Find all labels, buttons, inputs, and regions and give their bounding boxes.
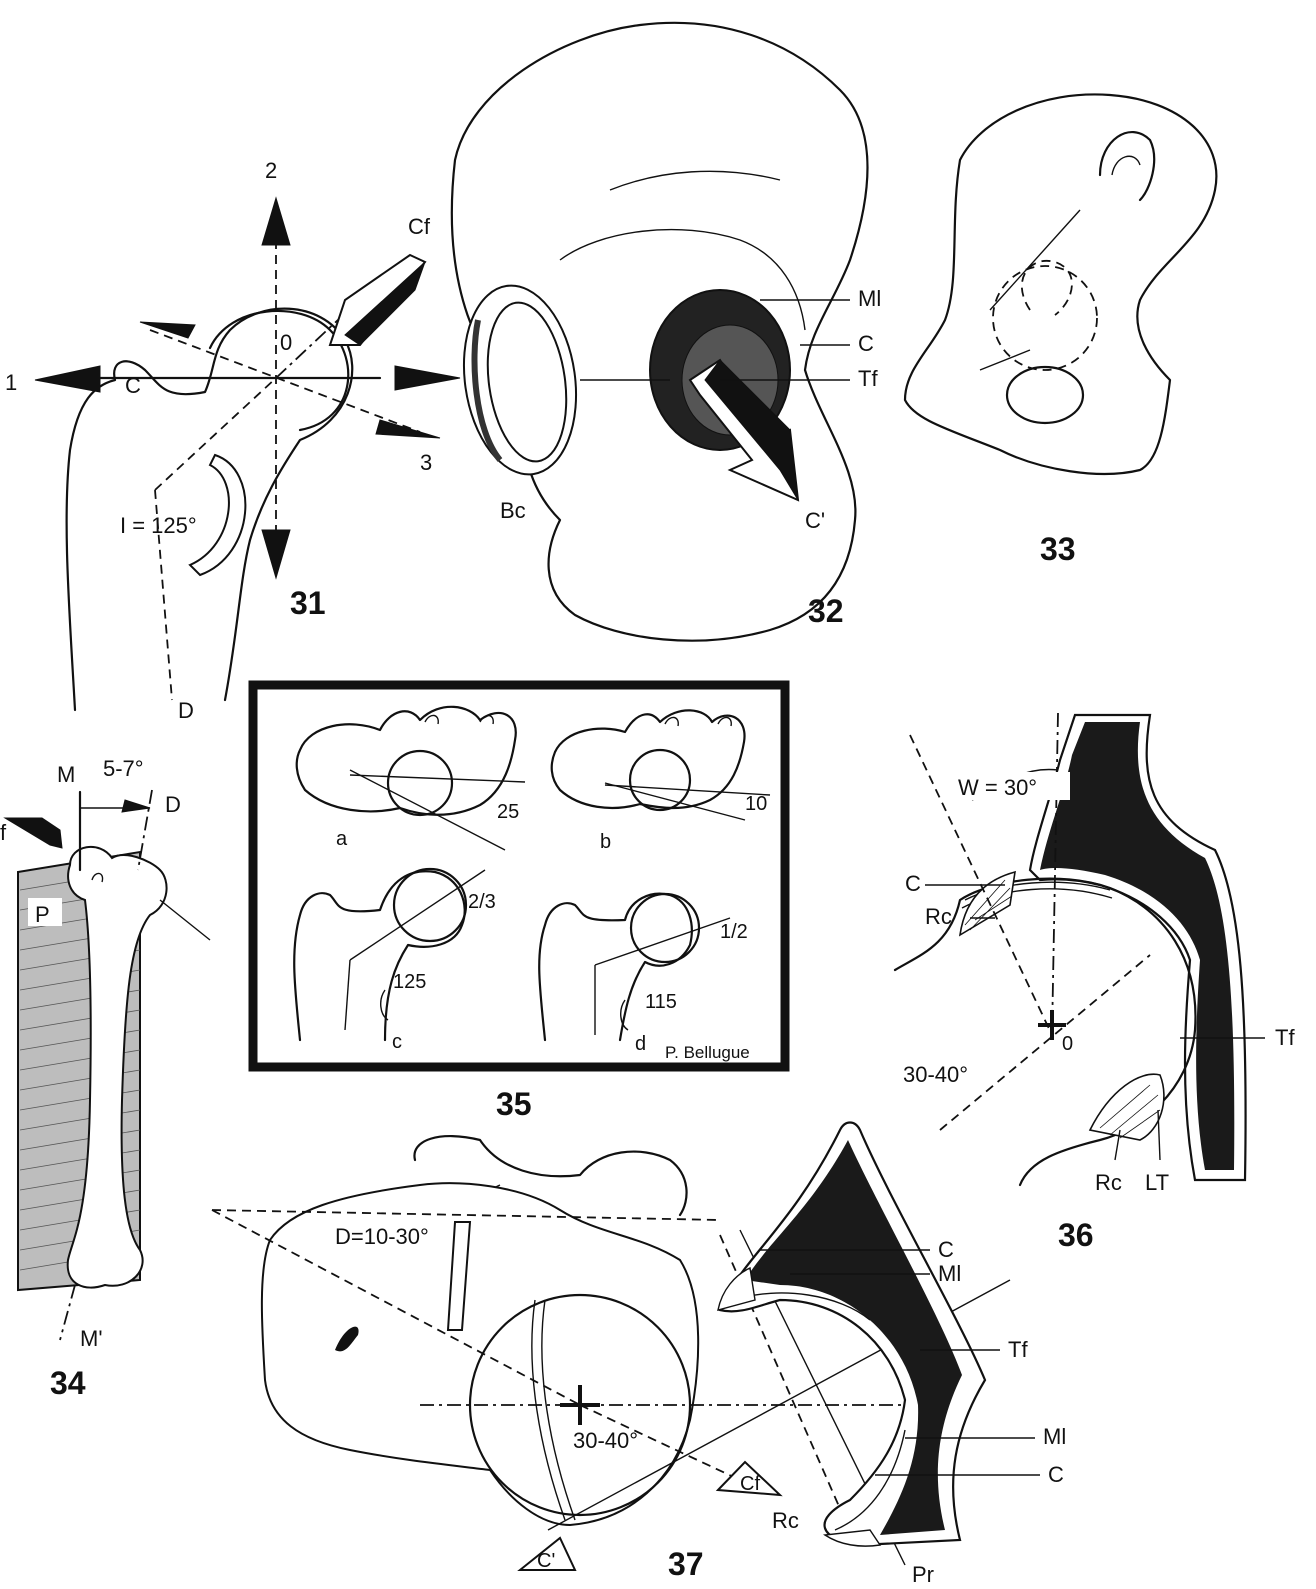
figure-37: D=10-30° C Ml Tf Ml C 30-40° Cf C' Rc Pr…	[212, 1123, 1066, 1588]
pelvis-33-outline	[905, 94, 1216, 473]
figure-number-31: 31	[290, 585, 326, 621]
axis-mprime	[60, 1285, 75, 1340]
label-rc-36: Rc	[925, 904, 952, 929]
figure-number-37: 37	[668, 1546, 704, 1582]
label-m-34: M	[57, 762, 75, 787]
label-axis-2: 2	[265, 158, 277, 183]
cancellous-37	[745, 1140, 962, 1535]
label-rc-37: Rc	[772, 1508, 799, 1533]
label-angle2-36: 30-40°	[903, 1062, 968, 1087]
figure-34: M 5-7° D f P M' 34	[0, 756, 210, 1401]
arrow-upper-left	[140, 322, 195, 338]
figure-32: Ml C Tf Bc C' 32	[452, 23, 881, 641]
labrum-top-36	[960, 872, 1015, 935]
label-d-34: D	[165, 792, 181, 817]
label-angle-34: 5-7°	[103, 756, 144, 781]
label-cf-37: Cf	[740, 1473, 760, 1495]
figure-33: 33	[905, 94, 1216, 567]
arrow-down	[262, 530, 290, 578]
figure-36: W = 30° C Rc Tf 0 30-40° Rc LT 36	[895, 713, 1295, 1253]
label-tf-36: Tf	[1275, 1025, 1295, 1050]
label-c2-37: C	[1048, 1462, 1064, 1487]
label-23-35: 2/3	[468, 891, 496, 913]
label-o-36: 0	[1062, 1033, 1073, 1055]
figure-35: a 25 b 10 2/3 125 c 1/2 115 d P. Bellugu…	[253, 685, 785, 1122]
label-p-34: P	[35, 902, 50, 927]
femur-31-outline	[67, 309, 353, 710]
label-author-35: P. Bellugue	[665, 1043, 750, 1062]
label-bc-32: Bc	[500, 498, 526, 523]
arrow-f-34	[5, 818, 62, 848]
figure-number-32: 32	[808, 593, 844, 629]
line-33a	[980, 350, 1030, 370]
angle-arrow-34	[122, 800, 150, 812]
arrow-right	[395, 366, 460, 390]
label-b-35: b	[600, 831, 611, 853]
label-c-35: c	[392, 1031, 402, 1053]
angle-arc-31	[190, 455, 245, 575]
label-d-37: D=10-30°	[335, 1224, 429, 1249]
neck-axis-line	[155, 378, 276, 490]
label-angle-37: 30-40°	[573, 1428, 638, 1453]
label-axis-3: 3	[420, 450, 432, 475]
label-115-35: 115	[645, 991, 677, 1013]
label-c-32: C	[858, 331, 874, 356]
arrow-3	[376, 420, 440, 438]
obturator-33	[1007, 367, 1083, 423]
cf-arrow	[330, 255, 425, 345]
figure-number-33: 33	[1040, 531, 1076, 567]
label-diaphysis-d: D	[178, 698, 194, 723]
label-ml-37: Ml	[938, 1261, 961, 1286]
label-axis-1: 1	[5, 370, 17, 395]
figure-number-35: 35	[496, 1086, 532, 1122]
figure-31: 2 1 3 0 Cf C I = 125° D 31	[5, 158, 460, 723]
label-center-0: 0	[280, 330, 292, 355]
label-ml2-37: Ml	[1043, 1424, 1066, 1449]
label-angle-i: I = 125°	[120, 513, 197, 538]
label-a-35: a	[336, 828, 348, 850]
femur-37-outline	[262, 1183, 698, 1525]
label-cprime-37: C'	[537, 1550, 555, 1572]
acetabulum-circle-33	[993, 266, 1097, 370]
label-12-35: 1/2	[720, 921, 748, 943]
label-c-37: C	[938, 1237, 954, 1262]
label-mprime-34: M'	[80, 1326, 103, 1351]
label-lt-36: LT	[1145, 1170, 1169, 1195]
label-f-34: f	[0, 820, 7, 845]
arrow-2-up	[262, 198, 290, 245]
label-head-c: C	[125, 373, 141, 398]
label-cprime-32: C'	[805, 508, 825, 533]
iliac-wing-33	[1100, 132, 1154, 200]
label-25-35: 25	[497, 801, 519, 823]
figure-number-36: 36	[1058, 1217, 1094, 1253]
label-w-36: W = 30°	[958, 775, 1037, 800]
label-pr-37: Pr	[912, 1562, 934, 1587]
label-tf-32: Tf	[858, 366, 878, 391]
arrow-1-left	[35, 366, 100, 392]
line-33b	[990, 210, 1080, 310]
label-cf: Cf	[408, 214, 431, 239]
label-c-36: C	[905, 871, 921, 896]
labrum-bottom-36	[1090, 1074, 1164, 1140]
label-rc2-36: Rc	[1095, 1170, 1122, 1195]
label-ml-32: Ml	[858, 286, 881, 311]
leader-34	[160, 900, 210, 940]
frame-35	[253, 685, 785, 1067]
figure-number-34: 34	[50, 1365, 86, 1401]
pelvis-32-ridge	[610, 171, 780, 190]
label-d-35: d	[635, 1033, 646, 1055]
iliac-detail-33	[1112, 156, 1140, 175]
label-tf-37: Tf	[1008, 1337, 1028, 1362]
label-10-35: 10	[745, 793, 767, 815]
label-125-35: 125	[393, 971, 426, 993]
